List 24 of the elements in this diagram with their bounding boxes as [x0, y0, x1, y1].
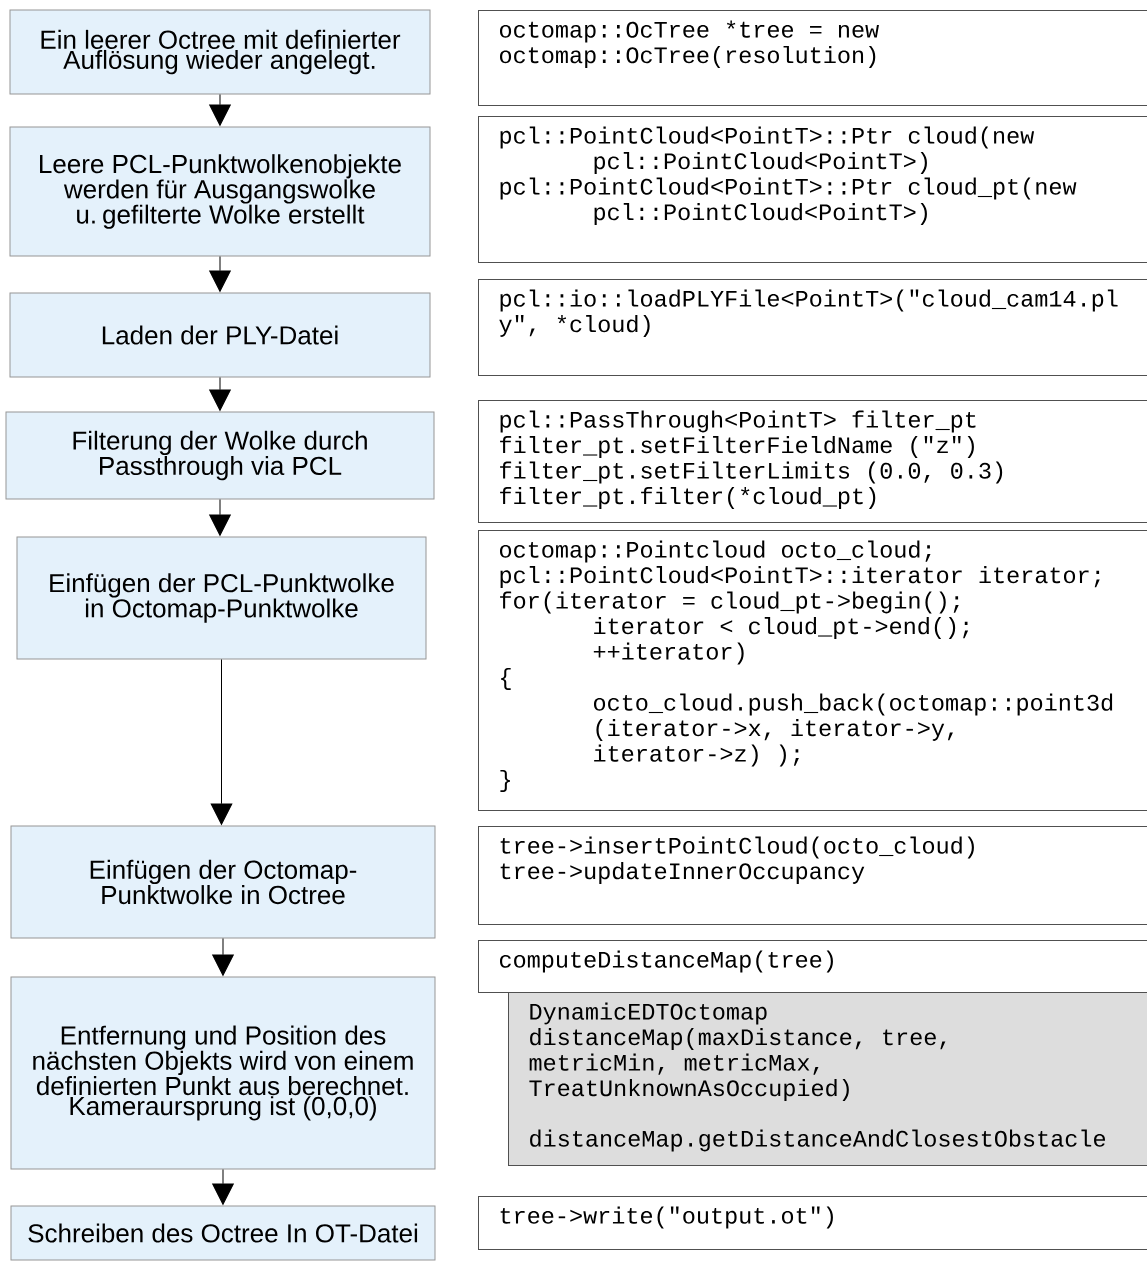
arrow	[210, 659, 233, 825]
process-box: Laden der PLY-Datei	[9, 292, 431, 378]
process-box: Einfügen der Octomap-Punktwolke in Octree	[10, 825, 436, 939]
arrow	[209, 377, 231, 411]
process-box: Schreiben des Octree In OT-Datei	[10, 1205, 436, 1261]
arrow	[209, 499, 231, 536]
code-box: pcl::PointCloud<PointT>::Ptr cloud(new pcl::PointCloud<PointT>) pcl::PointCloud<PointT>::Ptr cloud_pt(new pcl::PointCloud<PointT>)	[478, 116, 1147, 263]
arrow	[209, 94, 231, 126]
code-box: octomap::Pointcloud octo_cloud; pcl::PointCloud<PointT>::iterator iterator; for(iterator = cloud_pt->begin(); iterator < cloud_pt->end(); ++iterator) { octo_cloud.push_back(octomap::point3d (iterator->x, iterator->y, iterator->z) ); }	[478, 530, 1147, 811]
code-box: pcl::PassThrough<PointT> filter_pt filter_pt.setFilterFieldName ("z") filter_pt.setFilterLimits (0.0, 0.3) filter_pt.filter(*cloud_pt)	[478, 400, 1147, 523]
arrow	[212, 938, 234, 976]
code-box: tree->write("output.ot")	[478, 1196, 1147, 1250]
code-box: DynamicEDTOctomap distanceMap(maxDistance, tree, metricMin, metricMax, TreatUnknownAsOccupied) distanceMap.getDistanceAndClosestObstacle	[508, 992, 1147, 1166]
arrow	[212, 1169, 234, 1205]
code-box: tree->insertPointCloud(octo_cloud) tree->updateInnerOccupancy	[478, 826, 1147, 925]
process-box: Einfügen der PCL-Punktwolke in Octomap-Punktwolke	[16, 536, 427, 660]
code-box: octomap::OcTree *tree = new octomap::OcTree(resolution)	[478, 10, 1147, 106]
arrow	[209, 256, 231, 292]
code-box: computeDistanceMap(tree)	[478, 940, 1147, 993]
process-box: Entfernung und Position des nächsten Objekts wird von einem definierten Punkt aus berechnet. Kameraursprung ist (0,0,0)	[10, 976, 436, 1170]
process-box: Filterung der Wolke durch Passthrough via PCL	[5, 411, 435, 500]
code-box: pcl::io::loadPLYFile<PointT>("cloud_cam14.pl y", *cloud)	[478, 279, 1147, 376]
process-box: Ein leerer Octree mit definierter Auflösung wieder angelegt.	[9, 9, 431, 95]
process-box: Leere PCL-Punktwolkenobjekte werden für Ausgangswolke u. gefilterte Wolke erstellt	[9, 126, 431, 257]
